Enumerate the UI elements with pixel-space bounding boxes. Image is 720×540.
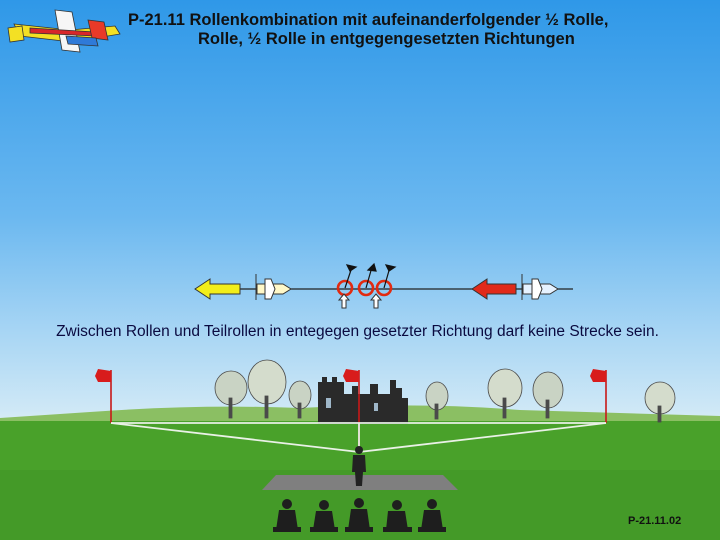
figure-code: P-21.11.02 (628, 515, 682, 527)
roll-symbol-icon (336, 279, 393, 297)
aircraft-marker-icon (255, 274, 292, 300)
tree-icon (247, 359, 287, 419)
aircraft-marker-icon (521, 274, 559, 300)
spectator-icon (273, 499, 301, 532)
aircraft-logo-icon (7, 9, 121, 53)
tree-icon (487, 368, 523, 419)
title-line-1: P-21.11 Rollenkombination mit aufeinande… (128, 11, 609, 29)
box-lines (110, 422, 607, 453)
exit-arrow-icon (194, 278, 241, 300)
tree-icon (425, 381, 449, 420)
page-title: P-21.11 Rollenkombination mit aufeinande… (128, 11, 698, 49)
spectator-icon (310, 500, 338, 532)
spectator-icon (345, 498, 373, 532)
tree-icon (532, 371, 564, 419)
roll-reference-arrows (337, 293, 383, 309)
flag-icon (95, 369, 112, 423)
flag-icon (590, 369, 607, 423)
spectator-icon (383, 500, 412, 532)
pilot-icon (352, 446, 366, 486)
title-line-2: Rolle, ½ Rolle in entgegengesetzten Rich… (198, 30, 575, 48)
tree-icon (214, 370, 248, 419)
spectator-icon (418, 499, 446, 532)
entry-arrow-icon (471, 278, 517, 300)
roll-direction-marks (344, 262, 397, 289)
rule-note: Zwischen Rollen und Teilrollen in entege… (56, 323, 659, 340)
castle-ruin-icon (318, 377, 408, 424)
tree-icon (644, 381, 676, 423)
tree-icon (288, 380, 312, 419)
